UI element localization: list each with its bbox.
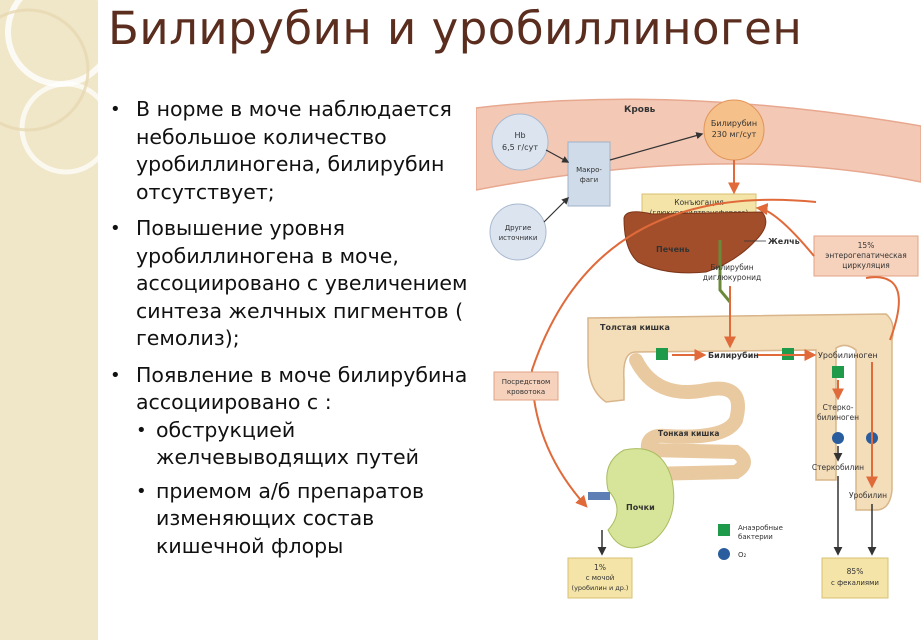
gut-bilirubin-label: Билирубин bbox=[708, 350, 759, 360]
stercobilinogen-label-2: билиноген bbox=[817, 413, 859, 422]
bilirubin-blood-label: Билирубин bbox=[711, 119, 757, 128]
sub-bullet-item: приемом а/б препаратов изменяющих состав… bbox=[136, 478, 478, 561]
bullet-text: Повышение уровня уробиллиногена в моче, … bbox=[136, 216, 468, 350]
enterohepatic-label-1: энтерогепатическая bbox=[825, 251, 906, 260]
bile-label: Желчь bbox=[768, 237, 800, 246]
urine-box bbox=[567, 557, 633, 599]
legend-oxygen-swatch bbox=[718, 548, 730, 560]
hb-amount: 6,5 г/сут bbox=[502, 143, 538, 152]
bile-duct bbox=[718, 240, 732, 303]
arrow-hb-to-macrophages bbox=[545, 149, 570, 163]
small-intestine bbox=[629, 353, 751, 481]
feces-label: с фекалиями bbox=[831, 579, 879, 587]
macrophages-node bbox=[567, 141, 611, 207]
large-intestine-label: Толстая кишка bbox=[600, 323, 670, 332]
bullet-item: Повышение уровня уробиллиногена в моче, … bbox=[108, 215, 478, 353]
macrophages-label-1: Макро- bbox=[576, 166, 602, 174]
bilirubin-metabolism-diagram: Кровь Hb 6,5 г/сут Другие источники Макр… bbox=[476, 98, 921, 599]
decorative-circles bbox=[0, 0, 98, 175]
urine-detail: (уробилин и др.) bbox=[572, 584, 629, 592]
large-intestine bbox=[587, 313, 894, 511]
via-blood-label-2: кровотока bbox=[507, 388, 545, 396]
sub-bullet-text: приемом а/б препаратов изменяющих состав… bbox=[156, 478, 425, 558]
via-blood-label-1: Посредством bbox=[502, 378, 551, 386]
blood-label: Кровь bbox=[624, 105, 656, 115]
arrow-to-kidney-blood bbox=[530, 198, 817, 508]
hb-label: Hb bbox=[514, 131, 525, 140]
via-blood-box bbox=[493, 371, 559, 401]
stercobilinogen-label-1: Стерко- bbox=[823, 403, 854, 412]
diglucuronide-label-2: диглюкуронид bbox=[703, 273, 761, 282]
legend-oxygen-label: O₂ bbox=[738, 551, 747, 559]
urine-label: с мочой bbox=[586, 574, 615, 582]
bullet-text: В норме в моче наблюдается небольшое кол… bbox=[136, 97, 452, 204]
feces-pct: 85% bbox=[847, 567, 864, 576]
legend-bacteria-label-2: бактерии bbox=[738, 533, 773, 541]
arrow-other-to-macrophages bbox=[543, 196, 570, 223]
bullet-item: В норме в моче наблюдается небольшое кол… bbox=[108, 96, 478, 206]
legend-bacteria-label-1: Анаэробные bbox=[738, 524, 783, 532]
urine-pct: 1% bbox=[594, 563, 606, 572]
enterohepatic-label-2: циркуляция bbox=[842, 261, 890, 270]
sub-bullet-item: обструкцией желчевыводящих путей bbox=[136, 417, 478, 472]
small-intestine-label: Тонкая кишка bbox=[658, 429, 720, 438]
other-sources-label-1: Другие bbox=[505, 224, 532, 232]
kidney-label: Почки bbox=[626, 503, 655, 512]
sub-bullet-text: обструкцией желчевыводящих путей bbox=[156, 417, 419, 470]
hb-node bbox=[491, 113, 549, 171]
bullet-item: Появление в моче билирубина ассоциирован… bbox=[108, 362, 478, 561]
urobilin-label: Уробилин bbox=[849, 491, 887, 500]
kidney-shape bbox=[606, 448, 675, 549]
arrow-macrophages-to-bilirubin bbox=[609, 132, 704, 161]
bacteria-marker bbox=[832, 366, 844, 378]
macrophages-label-2: фаги bbox=[580, 176, 599, 184]
enterohepatic-pct: 15% bbox=[858, 241, 875, 250]
arrow-enterohepatic-loop bbox=[758, 208, 900, 341]
oxygen-marker bbox=[832, 432, 844, 444]
other-sources-node bbox=[489, 203, 547, 261]
renal-vessel bbox=[588, 492, 610, 500]
conjugation-label: Конъюгация bbox=[674, 198, 723, 207]
bilirubin-blood-amount: 230 мг/сут bbox=[712, 130, 757, 139]
feces-box bbox=[821, 557, 889, 599]
liver-shape bbox=[623, 211, 767, 274]
enterohepatic-box bbox=[813, 235, 919, 277]
bullet-text: Появление в моче билирубина ассоциирован… bbox=[136, 362, 468, 415]
gut-urobilinogen-label: Уробилиноген bbox=[818, 351, 878, 360]
page-title: Билирубин и уробиллиноген bbox=[108, 2, 803, 55]
liver-label: Печень bbox=[656, 245, 690, 254]
other-sources-label-2: источники bbox=[499, 234, 538, 242]
bacteria-marker bbox=[656, 348, 668, 360]
legend-bacteria-swatch bbox=[718, 524, 730, 536]
diglucuronide-label-1: Билирубин bbox=[710, 263, 753, 272]
stercobilin-label: Стеркобилин bbox=[812, 463, 864, 472]
bullet-list: В норме в моче наблюдается небольшое кол… bbox=[108, 96, 478, 569]
decorative-side-band bbox=[0, 0, 98, 640]
